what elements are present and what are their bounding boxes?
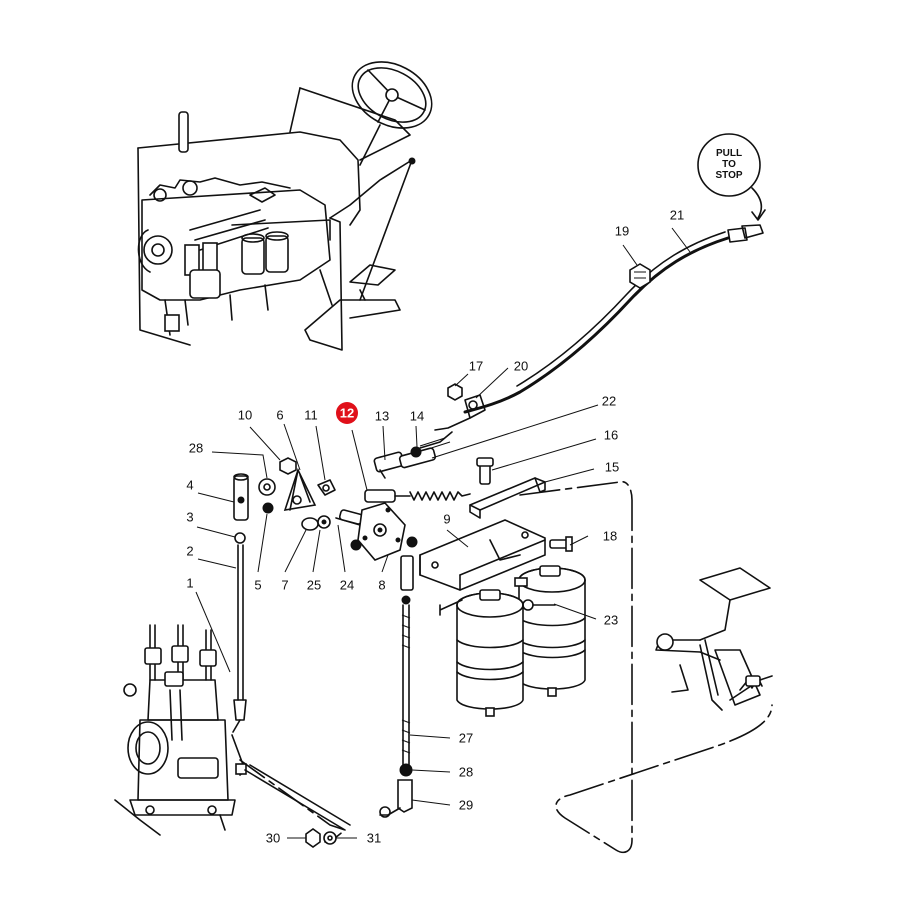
callout-16: 16: [604, 428, 618, 443]
nut-19: [629, 263, 651, 289]
stop-cable-assembly: [419, 224, 764, 451]
callout-2: 2: [186, 544, 193, 559]
fuel-filter-assembly: [419, 519, 586, 717]
callout-13: 13: [375, 409, 389, 424]
callout-12: 12: [340, 406, 354, 421]
callout-5: 5: [254, 578, 261, 593]
callout-14: 14: [410, 409, 424, 424]
callout-7: 7: [281, 578, 288, 593]
callout-30: 30: [266, 831, 280, 846]
stop-knob-line2: TO: [722, 159, 736, 170]
callout-9: 9: [443, 512, 450, 527]
callout-labels: 1 2 3 4 5 6 7 8 9 10 11 12 13 14 15 16 1…: [186, 208, 684, 846]
callout-27: 27: [459, 731, 473, 746]
callout-highlight-badge: [336, 402, 358, 424]
tractor-overview-illustration: [137, 61, 433, 351]
rod-27: [379, 555, 414, 818]
callout-17: 17: [469, 359, 483, 374]
callout-24: 24: [340, 578, 354, 593]
callout-25: 25: [307, 578, 321, 593]
callout-18: 18: [603, 529, 617, 544]
callout-11: 11: [304, 408, 318, 423]
spring-rod-12: [364, 489, 471, 503]
callout-19: 19: [615, 224, 629, 239]
callout-31: 31: [367, 831, 381, 846]
leader-lines: [195, 227, 691, 839]
injection-pump-illustration: [114, 624, 351, 836]
callout-23: 23: [604, 613, 618, 628]
stop-knob-line3: STOP: [715, 170, 742, 181]
rod-2-4: [232, 473, 249, 733]
callout-21: 21: [670, 208, 684, 223]
cable-clip-20: [447, 383, 486, 419]
callout-22: 22: [602, 394, 616, 409]
stop-lever-assembly: [258, 457, 418, 561]
cable-swivel-13-14: [373, 446, 437, 479]
callout-15: 15: [605, 460, 619, 475]
callout-1: 1: [186, 576, 193, 591]
foot-pedal-illustration: [655, 567, 773, 711]
callout-10: 10: [238, 408, 252, 423]
callout-8: 8: [378, 578, 385, 593]
pull-to-stop-knob: PULL TO STOP: [697, 133, 766, 221]
callout-28-top: 28: [189, 441, 203, 456]
callout-29: 29: [459, 798, 473, 813]
bracket-15: [469, 457, 546, 519]
callout-20: 20: [514, 359, 528, 374]
callout-3: 3: [186, 510, 193, 525]
callout-6: 6: [276, 408, 283, 423]
nuts-30-31: [305, 828, 337, 848]
callout-4: 4: [186, 478, 193, 493]
stop-knob-line1: PULL: [716, 148, 742, 159]
callout-28-bottom: 28: [459, 765, 473, 780]
